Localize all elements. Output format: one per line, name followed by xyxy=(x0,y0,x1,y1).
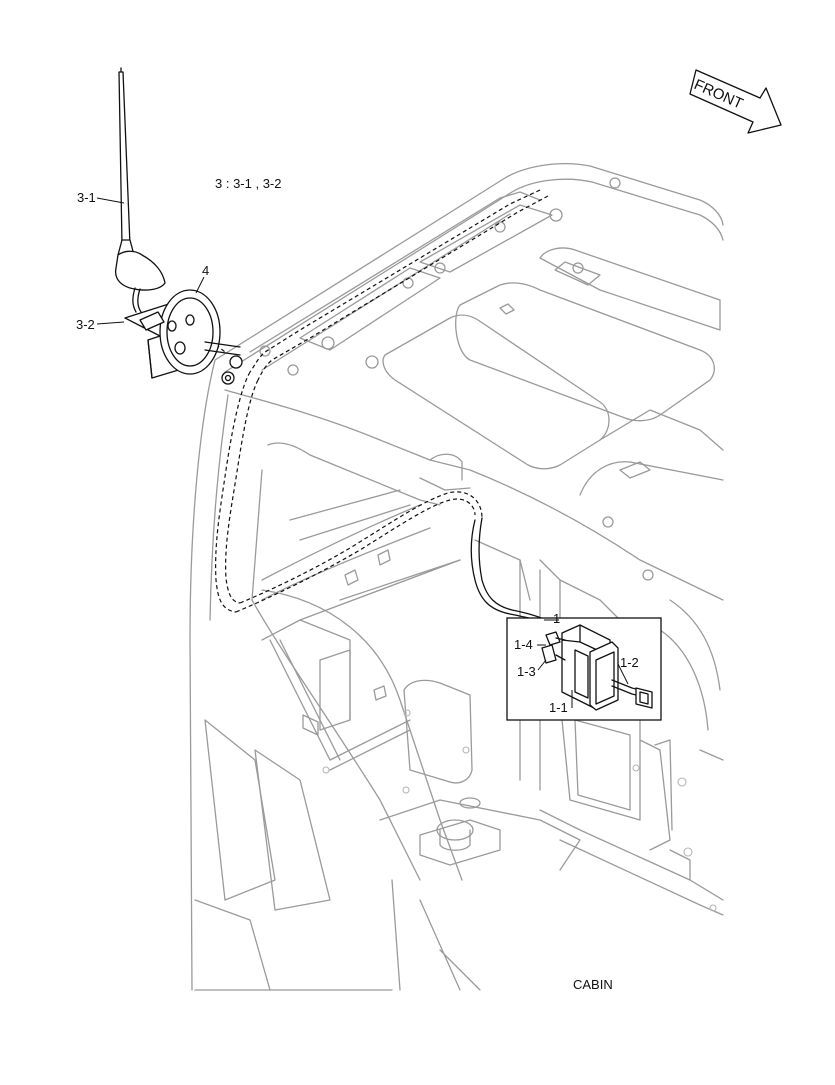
callout-4: 4 xyxy=(202,263,209,278)
callout-1-2: 1-2 xyxy=(620,655,639,670)
callout-1: 1 xyxy=(553,611,560,626)
radio-detail-box xyxy=(506,617,662,721)
callout-3-1: 3-1 xyxy=(77,190,96,205)
antenna-bracket xyxy=(124,289,243,385)
callout-3-2: 3-2 xyxy=(76,317,95,332)
cabin-frame xyxy=(189,163,724,991)
antenna-mast xyxy=(114,67,166,313)
set-note: 3 : 3-1 , 3-2 xyxy=(215,176,281,191)
callout-1-4: 1-4 xyxy=(514,637,533,652)
callout-1-3: 1-3 xyxy=(517,664,536,679)
leader-lines xyxy=(96,197,629,708)
front-direction-arrow xyxy=(689,69,782,134)
caption-cabin: CABIN xyxy=(573,977,613,992)
callout-1-1: 1-1 xyxy=(549,700,568,715)
